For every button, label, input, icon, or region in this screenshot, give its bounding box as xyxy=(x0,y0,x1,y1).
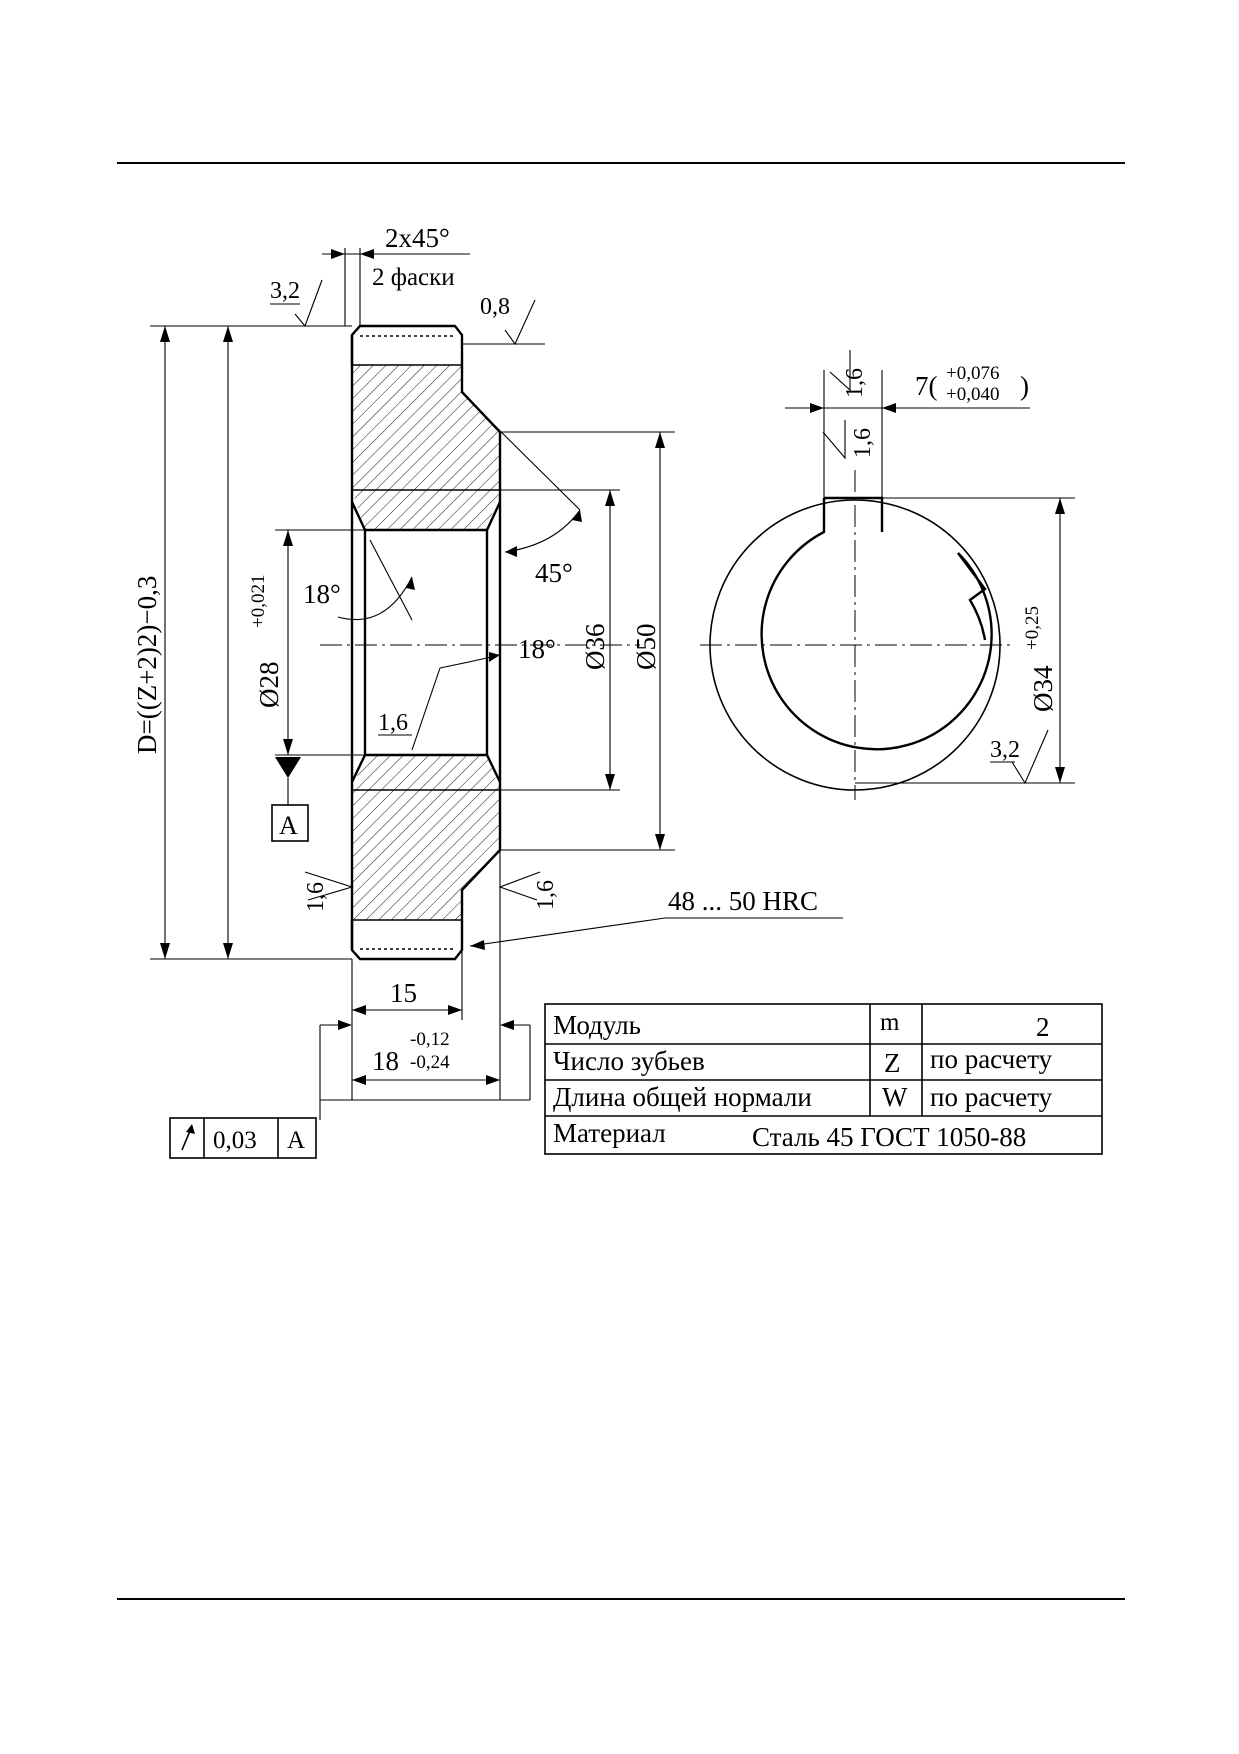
hatch-lower-rim xyxy=(352,790,500,920)
spec-row-module-value: 2 xyxy=(1036,1012,1050,1042)
hatch-lower-hub xyxy=(352,755,500,790)
bore-with-keyway xyxy=(760,498,993,751)
outline-top-tooth xyxy=(350,324,464,365)
spec-row-module-symbol: m xyxy=(880,1009,900,1036)
outline-right-profile xyxy=(460,365,502,920)
spec-row-normal-symbol: W xyxy=(882,1082,908,1112)
spec-material-value: Сталь 45 ГОСТ 1050-88 xyxy=(752,1122,1026,1152)
angle-18-bottom-label: 18° xyxy=(518,634,556,664)
roughness-0-8-symbol xyxy=(504,299,536,346)
runout-ref-label: A xyxy=(287,1127,305,1154)
spec-row-teeth-value: по расчету xyxy=(930,1044,1053,1074)
hub-diameter-label: Ø36 xyxy=(580,624,610,671)
hatch-upper-hub xyxy=(352,490,500,530)
width-tol-lower-label: -0,24 xyxy=(410,1052,450,1073)
key-depth-tolerance-label: +0,25 xyxy=(1022,606,1043,650)
key-depth-diameter-label: Ø34 xyxy=(1028,665,1058,712)
angle-18-top-label: 18° xyxy=(303,579,341,609)
spec-material-label: Материал xyxy=(553,1118,666,1148)
angle-45-label: 45° xyxy=(535,558,573,588)
outer-diameter-label: D=((Z+2)2)−0,3 xyxy=(132,576,162,754)
roughness-top-left-label: 3,2 xyxy=(270,278,300,304)
datum-triangle xyxy=(275,757,301,778)
roughness-key-side-label: 1,6 xyxy=(850,428,876,458)
hatch-upper-rim xyxy=(352,365,500,490)
gear-end-view: 7( +0,076 +0,040 ) 1,6 1,6 Ø34 +0,25 3,2 xyxy=(700,350,1075,800)
bore-diameter-label: Ø28 xyxy=(254,662,284,709)
spec-row-teeth-name: Число зубьев xyxy=(553,1046,705,1076)
datum-box xyxy=(271,804,309,842)
width-tol-upper-label: -0,12 xyxy=(410,1029,450,1050)
total-width-label: 18 xyxy=(372,1046,399,1076)
spec-row-normal-name: Длина общей нормали xyxy=(553,1082,812,1112)
runout-value-label: 0,03 xyxy=(213,1127,257,1154)
spec-table: Модуль m 2 Число зубьев Z по расчету Дли… xyxy=(544,1003,1103,1155)
roughness-left-face-label: 1,6 xyxy=(303,882,329,912)
key-width-label: 7( xyxy=(915,371,938,401)
gear-section-view xyxy=(320,324,640,961)
rim-diameter-label: Ø50 xyxy=(631,624,661,671)
spec-row-teeth-symbol: Z xyxy=(884,1048,901,1078)
outline-bore-lower xyxy=(350,753,502,783)
roughness-left-face-symbol xyxy=(304,871,354,901)
hardness-label: 48 ... 50 HRC xyxy=(668,886,818,916)
spec-row-normal-value: по расчету xyxy=(930,1082,1053,1112)
roughness-right-face-label: 1,6 xyxy=(533,880,559,910)
roughness-end-view-label: 3,2 xyxy=(990,737,1020,763)
roughness-top-left-symbol xyxy=(294,279,323,328)
dimension-annotations: D=((Z+2)2)−0,3 Ø28 +0,021 A Ø36 Ø50 45° … xyxy=(132,223,843,1159)
chamfer-note-label: 2 фаски xyxy=(372,264,455,291)
key-tol-lower-label: +0,040 xyxy=(946,384,999,405)
key-tol-upper-label: +0,076 xyxy=(946,363,999,384)
chamfer-label: 2x45° xyxy=(385,223,450,253)
spec-row-module-name: Модуль xyxy=(553,1010,641,1040)
roughness-0-8-label: 0,8 xyxy=(480,294,510,320)
roughness-bore-label: 1,6 xyxy=(378,710,408,736)
bore-tolerance-label: +0,021 xyxy=(248,575,269,628)
outline-bottom-tooth xyxy=(350,920,464,961)
key-width-close: ) xyxy=(1020,371,1029,401)
datum-label: A xyxy=(279,811,298,840)
hub-width-label: 15 xyxy=(390,978,417,1008)
roughness-key-top-label: 1,6 xyxy=(842,368,868,398)
runout-frame xyxy=(169,1117,317,1159)
outline-bore-upper xyxy=(350,501,502,532)
